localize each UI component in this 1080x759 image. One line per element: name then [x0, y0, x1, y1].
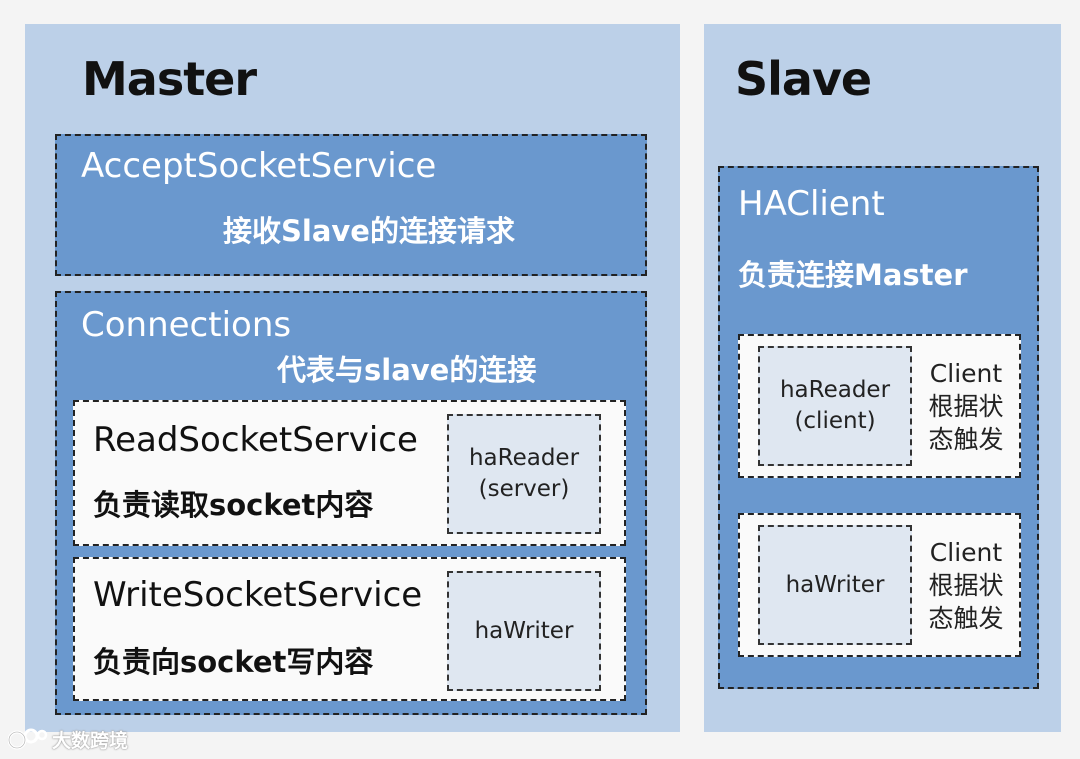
slave-reader-note-line3: 态触发 [928, 424, 1004, 454]
watermark-text: 大数跨境 [52, 729, 129, 752]
slave-title: Slave [735, 52, 872, 106]
accept-socket-service-desc: 接收Slave的连接请求 [223, 214, 515, 248]
connections-label: Connections [81, 305, 292, 345]
read-socket-service-box: ReadSocketService 负责读取socket内容 haReader … [73, 400, 626, 546]
ha-client-desc: 负责连接Master [738, 258, 968, 292]
slave-reader-note: Client 根据状 态触发 [916, 344, 1016, 468]
slave-writer-note-line2: 根据状 [928, 570, 1004, 600]
accept-socket-service-box: AcceptSocketService 接收Slave的连接请求 [55, 134, 647, 276]
write-socket-service-desc: 负责向socket写内容 [93, 645, 374, 679]
ha-reader-client-box: haReader (client) [758, 346, 912, 466]
write-socket-service-label: WriteSocketService [93, 575, 423, 615]
ha-client-label: HAClient [738, 184, 885, 224]
slave-reader-note-line1: Client [929, 358, 1003, 388]
slave-reader-box: haReader (client) Client 根据状 态触发 [738, 334, 1021, 478]
slave-reader-note-line2: 根据状 [928, 391, 1004, 421]
master-title: Master [82, 52, 257, 106]
ha-writer-slave-label: haWriter [785, 571, 885, 598]
connections-box: Connections 代表与slave的连接 ReadSocketServic… [55, 291, 647, 715]
brand-logo-icon [8, 728, 48, 750]
ha-writer-master-box: haWriter [447, 571, 601, 691]
read-socket-service-label: ReadSocketService [93, 420, 418, 460]
connections-desc: 代表与slave的连接 [277, 353, 537, 387]
ha-client-box: HAClient 负责连接Master haReader (client) Cl… [718, 166, 1039, 689]
master-panel: Master AcceptSocketService 接收Slave的连接请求 … [25, 24, 680, 732]
write-socket-service-box: WriteSocketService 负责向socket写内容 haWriter [73, 557, 626, 701]
ha-reader-server-box: haReader (server) [447, 414, 601, 534]
ha-reader-client-label: haReader [779, 377, 891, 403]
slave-writer-note-line3: 态触发 [928, 603, 1004, 633]
ha-reader-server-label: haReader [468, 445, 580, 471]
accept-socket-service-label: AcceptSocketService [81, 146, 437, 186]
slave-writer-box: haWriter Client 根据状 态触发 [738, 513, 1021, 657]
slave-panel: Slave HAClient 负责连接Master haReader (clie… [704, 24, 1061, 732]
slave-writer-note: Client 根据状 态触发 [916, 523, 1016, 647]
watermark: 大数跨境 [8, 724, 128, 754]
ha-writer-slave-box: haWriter [758, 525, 912, 645]
ha-writer-master-label: haWriter [474, 617, 574, 644]
ha-reader-client-sub: (client) [794, 408, 876, 434]
ha-reader-server-sub: (server) [478, 476, 570, 502]
slave-writer-note-line1: Client [929, 537, 1003, 567]
read-socket-service-desc: 负责读取socket内容 [93, 488, 374, 522]
